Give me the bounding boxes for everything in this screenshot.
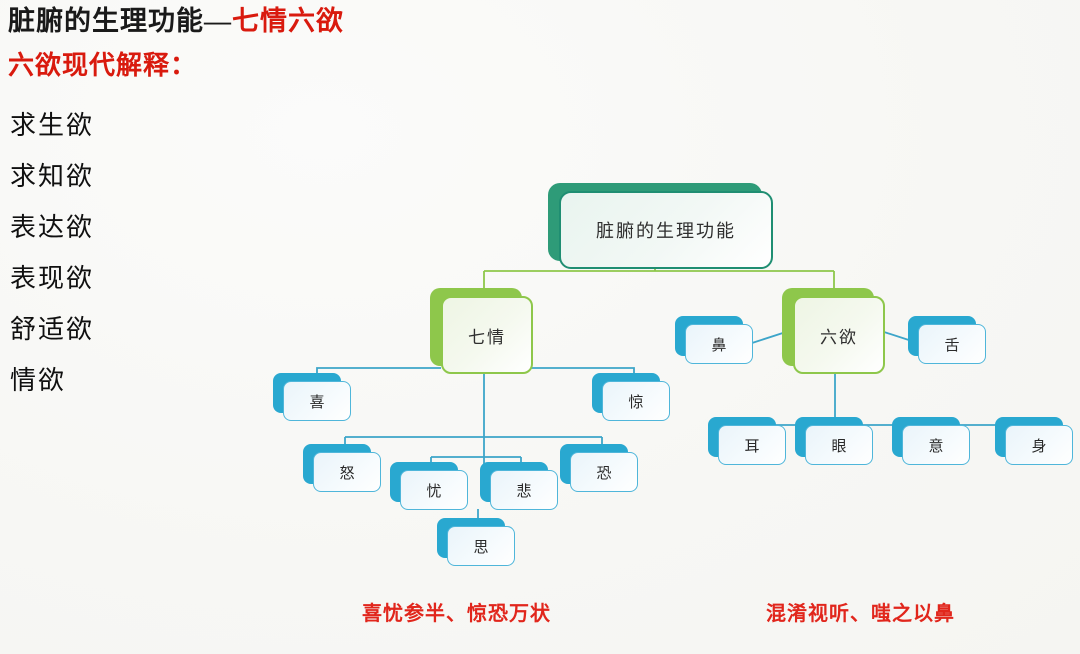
node-leaf-yan[interactable]: 眼 — [795, 417, 873, 465]
page-title-red: 七情六欲 — [232, 6, 344, 36]
list-item: 情欲 — [10, 366, 67, 395]
node-leaf-label: 舌 — [918, 324, 986, 364]
node-liuyu-label: 六欲 — [793, 296, 885, 374]
list-item: 表达欲 — [10, 213, 95, 242]
list-item: 求生欲 — [10, 111, 95, 140]
node-leaf-you[interactable]: 忧 — [390, 462, 468, 510]
node-leaf-label: 忧 — [400, 470, 468, 510]
list-item: 舒适欲 — [10, 315, 95, 344]
node-leaf-xi[interactable]: 喜 — [273, 373, 351, 421]
node-leaf-she[interactable]: 舌 — [908, 316, 986, 364]
node-root[interactable]: 脏腑的生理功能 — [548, 183, 773, 269]
node-leaf-si[interactable]: 思 — [437, 518, 515, 566]
node-leaf-nu[interactable]: 怒 — [303, 444, 381, 492]
node-root-label: 脏腑的生理功能 — [559, 191, 773, 269]
node-leaf-er[interactable]: 耳 — [708, 417, 786, 465]
node-leaf-label: 身 — [1005, 425, 1073, 465]
node-leaf-label: 喜 — [283, 381, 351, 421]
node-leaf-label: 恐 — [570, 452, 638, 492]
node-leaf-label: 悲 — [490, 470, 558, 510]
node-liuyu[interactable]: 六欲 — [782, 288, 885, 374]
node-qiqing-label: 七情 — [441, 296, 533, 374]
node-leaf-label: 意 — [902, 425, 970, 465]
node-leaf-bei[interactable]: 悲 — [480, 462, 558, 510]
node-leaf-label: 惊 — [602, 381, 670, 421]
node-leaf-kong[interactable]: 恐 — [560, 444, 638, 492]
node-leaf-label: 怒 — [313, 452, 381, 492]
list-item: 求知欲 — [10, 162, 95, 191]
page-title: 脏腑的生理功能—七情六欲 — [8, 4, 344, 38]
caption-right: 混淆视听、嗤之以鼻 — [766, 603, 955, 625]
node-leaf-label: 眼 — [805, 425, 873, 465]
list-item: 表现欲 — [10, 264, 95, 293]
node-leaf-label: 耳 — [718, 425, 786, 465]
page-title-black: 脏腑的生理功能— — [8, 6, 232, 36]
node-leaf-shen[interactable]: 身 — [995, 417, 1073, 465]
node-leaf-yi[interactable]: 意 — [892, 417, 970, 465]
node-leaf-bi[interactable]: 鼻 — [675, 316, 753, 364]
node-leaf-jing[interactable]: 惊 — [592, 373, 670, 421]
caption-left: 喜忧参半、惊恐万状 — [362, 603, 551, 625]
desire-list: 求生欲 求知欲 表达欲 表现欲 舒适欲 情欲 — [10, 100, 240, 406]
node-leaf-label: 思 — [447, 526, 515, 566]
page-subtitle: 六欲现代解释： — [8, 51, 198, 80]
node-qiqing[interactable]: 七情 — [430, 288, 533, 374]
node-leaf-label: 鼻 — [685, 324, 753, 364]
